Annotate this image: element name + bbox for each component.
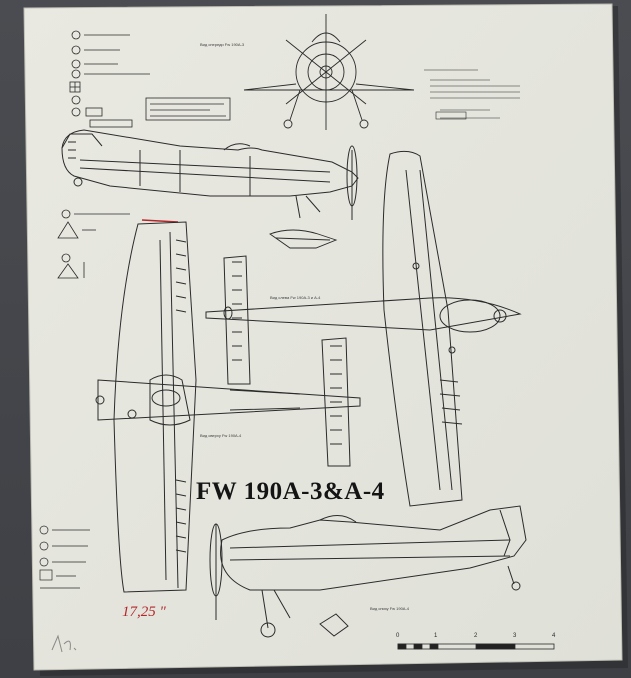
scale-label: 2 bbox=[474, 633, 478, 639]
scale-label: 4 bbox=[552, 633, 556, 639]
top-view-caption: Вид сверху Fw 190A-4 bbox=[200, 433, 242, 438]
red-marking-top bbox=[141, 219, 179, 223]
side-view-drawing bbox=[61, 129, 359, 220]
side-view-lower-drawing bbox=[209, 505, 527, 638]
landing-gear-detail bbox=[269, 229, 338, 249]
handwritten-dimension-note: 17,25 " bbox=[122, 604, 166, 620]
pencil-signature bbox=[51, 634, 77, 653]
front-view-caption: Вид спереди Fw 190A-3 bbox=[200, 42, 245, 47]
lower-legend bbox=[39, 525, 90, 589]
scale-label: 3 bbox=[513, 633, 517, 639]
bottom-view-caption: Вид снизу Fw 190A-4 bbox=[370, 606, 410, 611]
left-view-caption: Вид слева Fw 190A-3 и A-4 bbox=[270, 295, 321, 300]
scale-label: 1 bbox=[434, 633, 438, 639]
poster-title: FW 190A-3&A-4 bbox=[196, 478, 385, 505]
scale-bar bbox=[397, 643, 555, 650]
paper-sheet bbox=[23, 3, 623, 671]
front-view-drawing bbox=[243, 14, 415, 130]
bottom-view-drawing bbox=[205, 150, 522, 507]
marking-legend bbox=[57, 30, 231, 279]
top-view-drawing bbox=[95, 221, 361, 593]
color-weights-table bbox=[424, 69, 520, 120]
scale-label: 0 bbox=[396, 633, 400, 639]
tailplane-drawing bbox=[223, 255, 351, 467]
scale-bar-labels: 0 1 2 3 4 bbox=[396, 633, 556, 643]
